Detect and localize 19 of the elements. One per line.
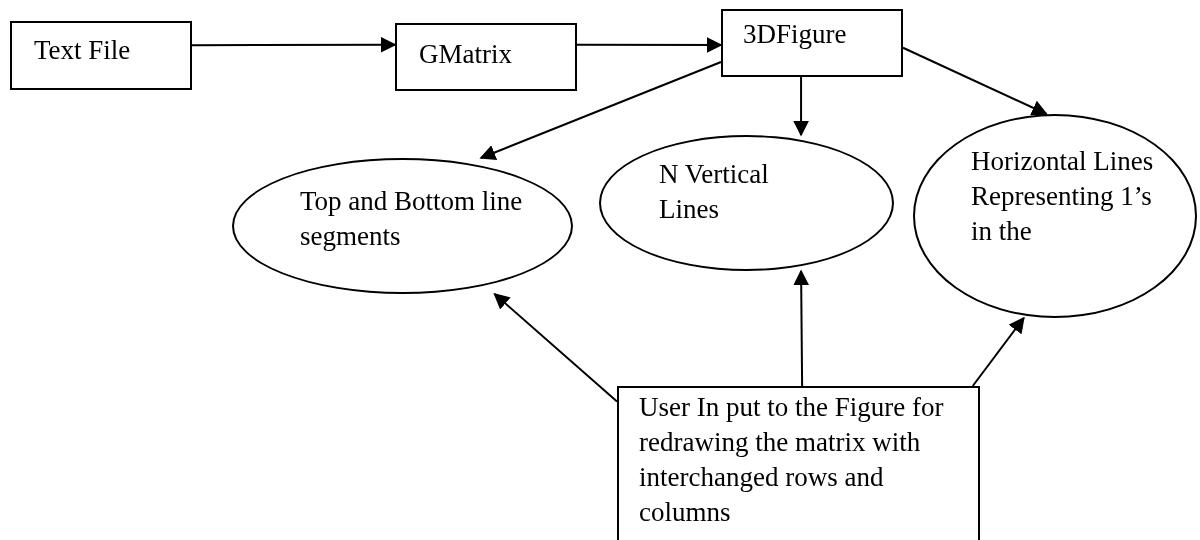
arrow <box>902 46 1048 116</box>
arrow <box>576 37 723 53</box>
arrow <box>793 76 810 137</box>
node-label: Horizontal Lines Representing 1’s in the <box>971 145 1155 248</box>
arrow <box>971 316 1025 387</box>
process-box <box>10 21 192 90</box>
node-label: 3DFigure <box>743 18 848 51</box>
arrow <box>191 36 397 53</box>
node-label: Top and Bottom line segments <box>300 185 524 253</box>
node-label: N Vertical Lines <box>659 158 770 226</box>
process-box <box>721 9 903 77</box>
arrow <box>793 269 810 387</box>
process-box <box>617 386 980 540</box>
arrow <box>493 292 618 403</box>
node-label: User In put to the Figure for redrawing the matrix with interchanged rows and columns <box>639 391 945 529</box>
process-box <box>395 23 577 91</box>
node-label: Text File <box>34 34 132 67</box>
arrow <box>479 61 722 161</box>
node-label: GMatrix <box>419 38 513 71</box>
